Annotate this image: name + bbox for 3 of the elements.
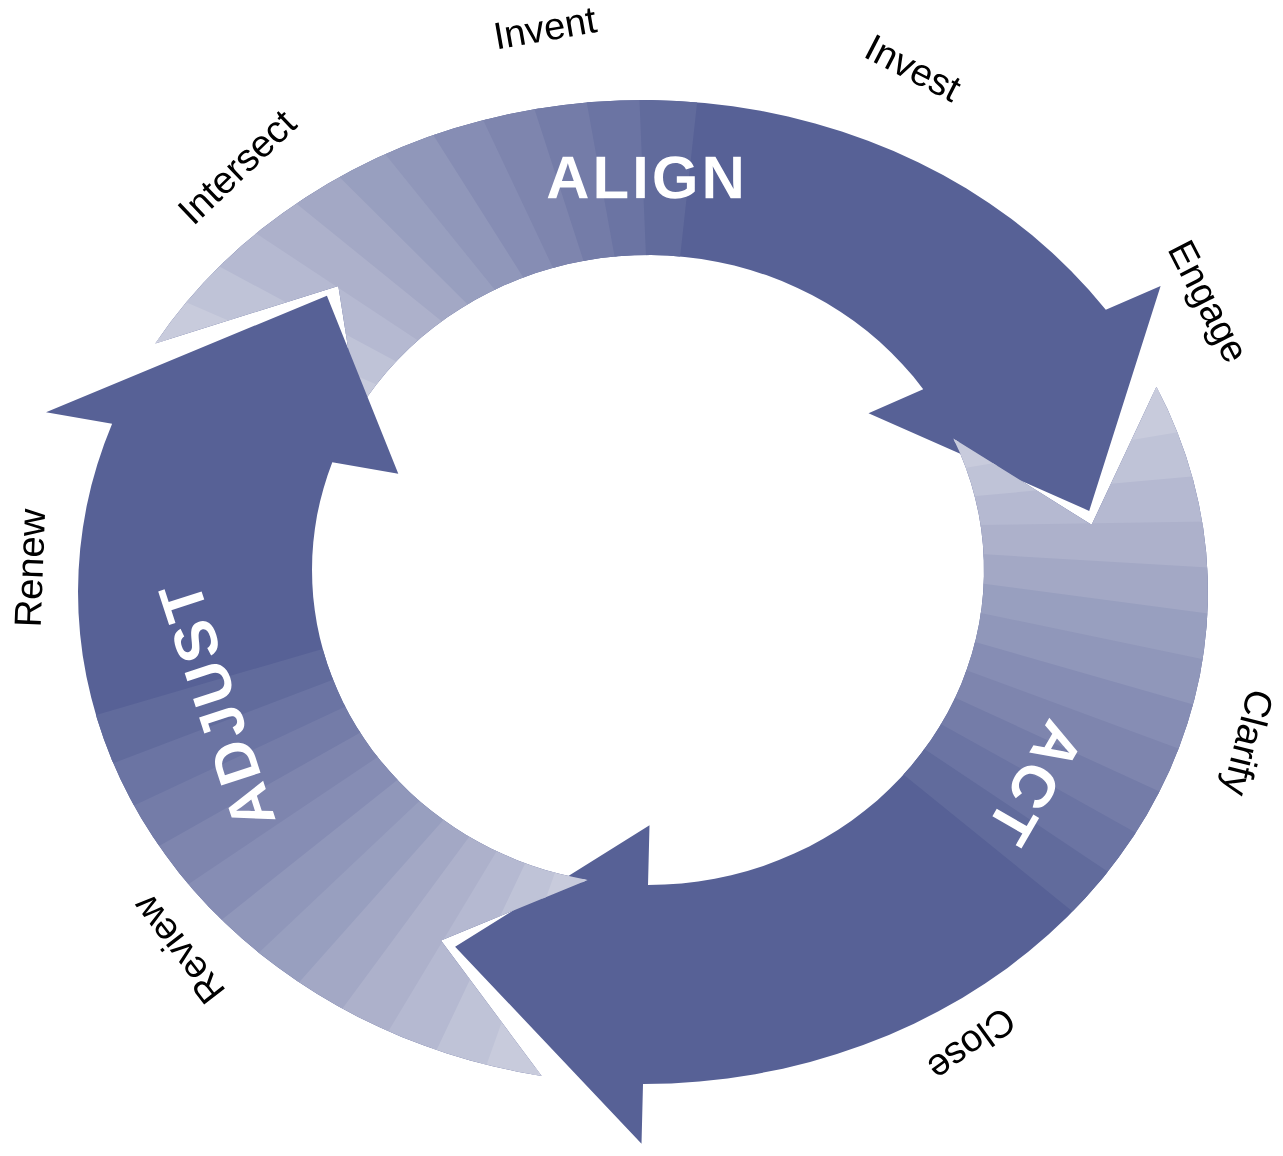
stage-label: Renew	[14, 508, 45, 625]
stage-label: Invent	[495, 8, 598, 49]
stage-label: Close	[928, 1011, 1013, 1075]
